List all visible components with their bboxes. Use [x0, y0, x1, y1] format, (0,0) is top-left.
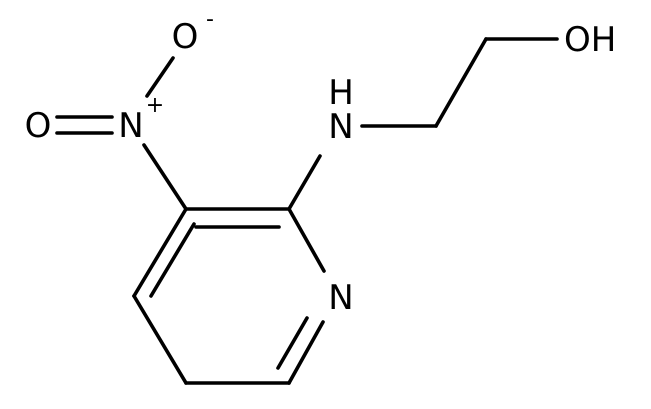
bond-ring-c5-c4 [132, 294, 188, 385]
bond-ring-n-c6-inner [276, 316, 309, 370]
nitro-charge-label: + [146, 93, 164, 118]
bond-ring-c4-c3 [132, 207, 188, 298]
nitro-nitrogen-label: N [118, 106, 143, 146]
amine-hydrogen-label: H [328, 73, 354, 113]
oxide-charge-label: - [206, 7, 214, 32]
bond-ring-c2-n [287, 207, 326, 273]
bond-ring-n-c6 [287, 320, 325, 385]
bond-ch2-ch2 [434, 37, 488, 128]
bond-nitro-ring [142, 143, 188, 211]
amine-nitrogen-label: N [328, 107, 353, 147]
ring-nitrogen-label: N [328, 278, 353, 318]
hydroxyl-label: OH [564, 20, 616, 60]
bond-ring-c4-c3-inner [149, 222, 196, 298]
oxide-oxygen-label: O [172, 17, 199, 57]
bond-ring-nh [287, 154, 322, 211]
nitro-oxygen-label: O [25, 106, 52, 146]
bond-n-o-single [145, 56, 175, 98]
